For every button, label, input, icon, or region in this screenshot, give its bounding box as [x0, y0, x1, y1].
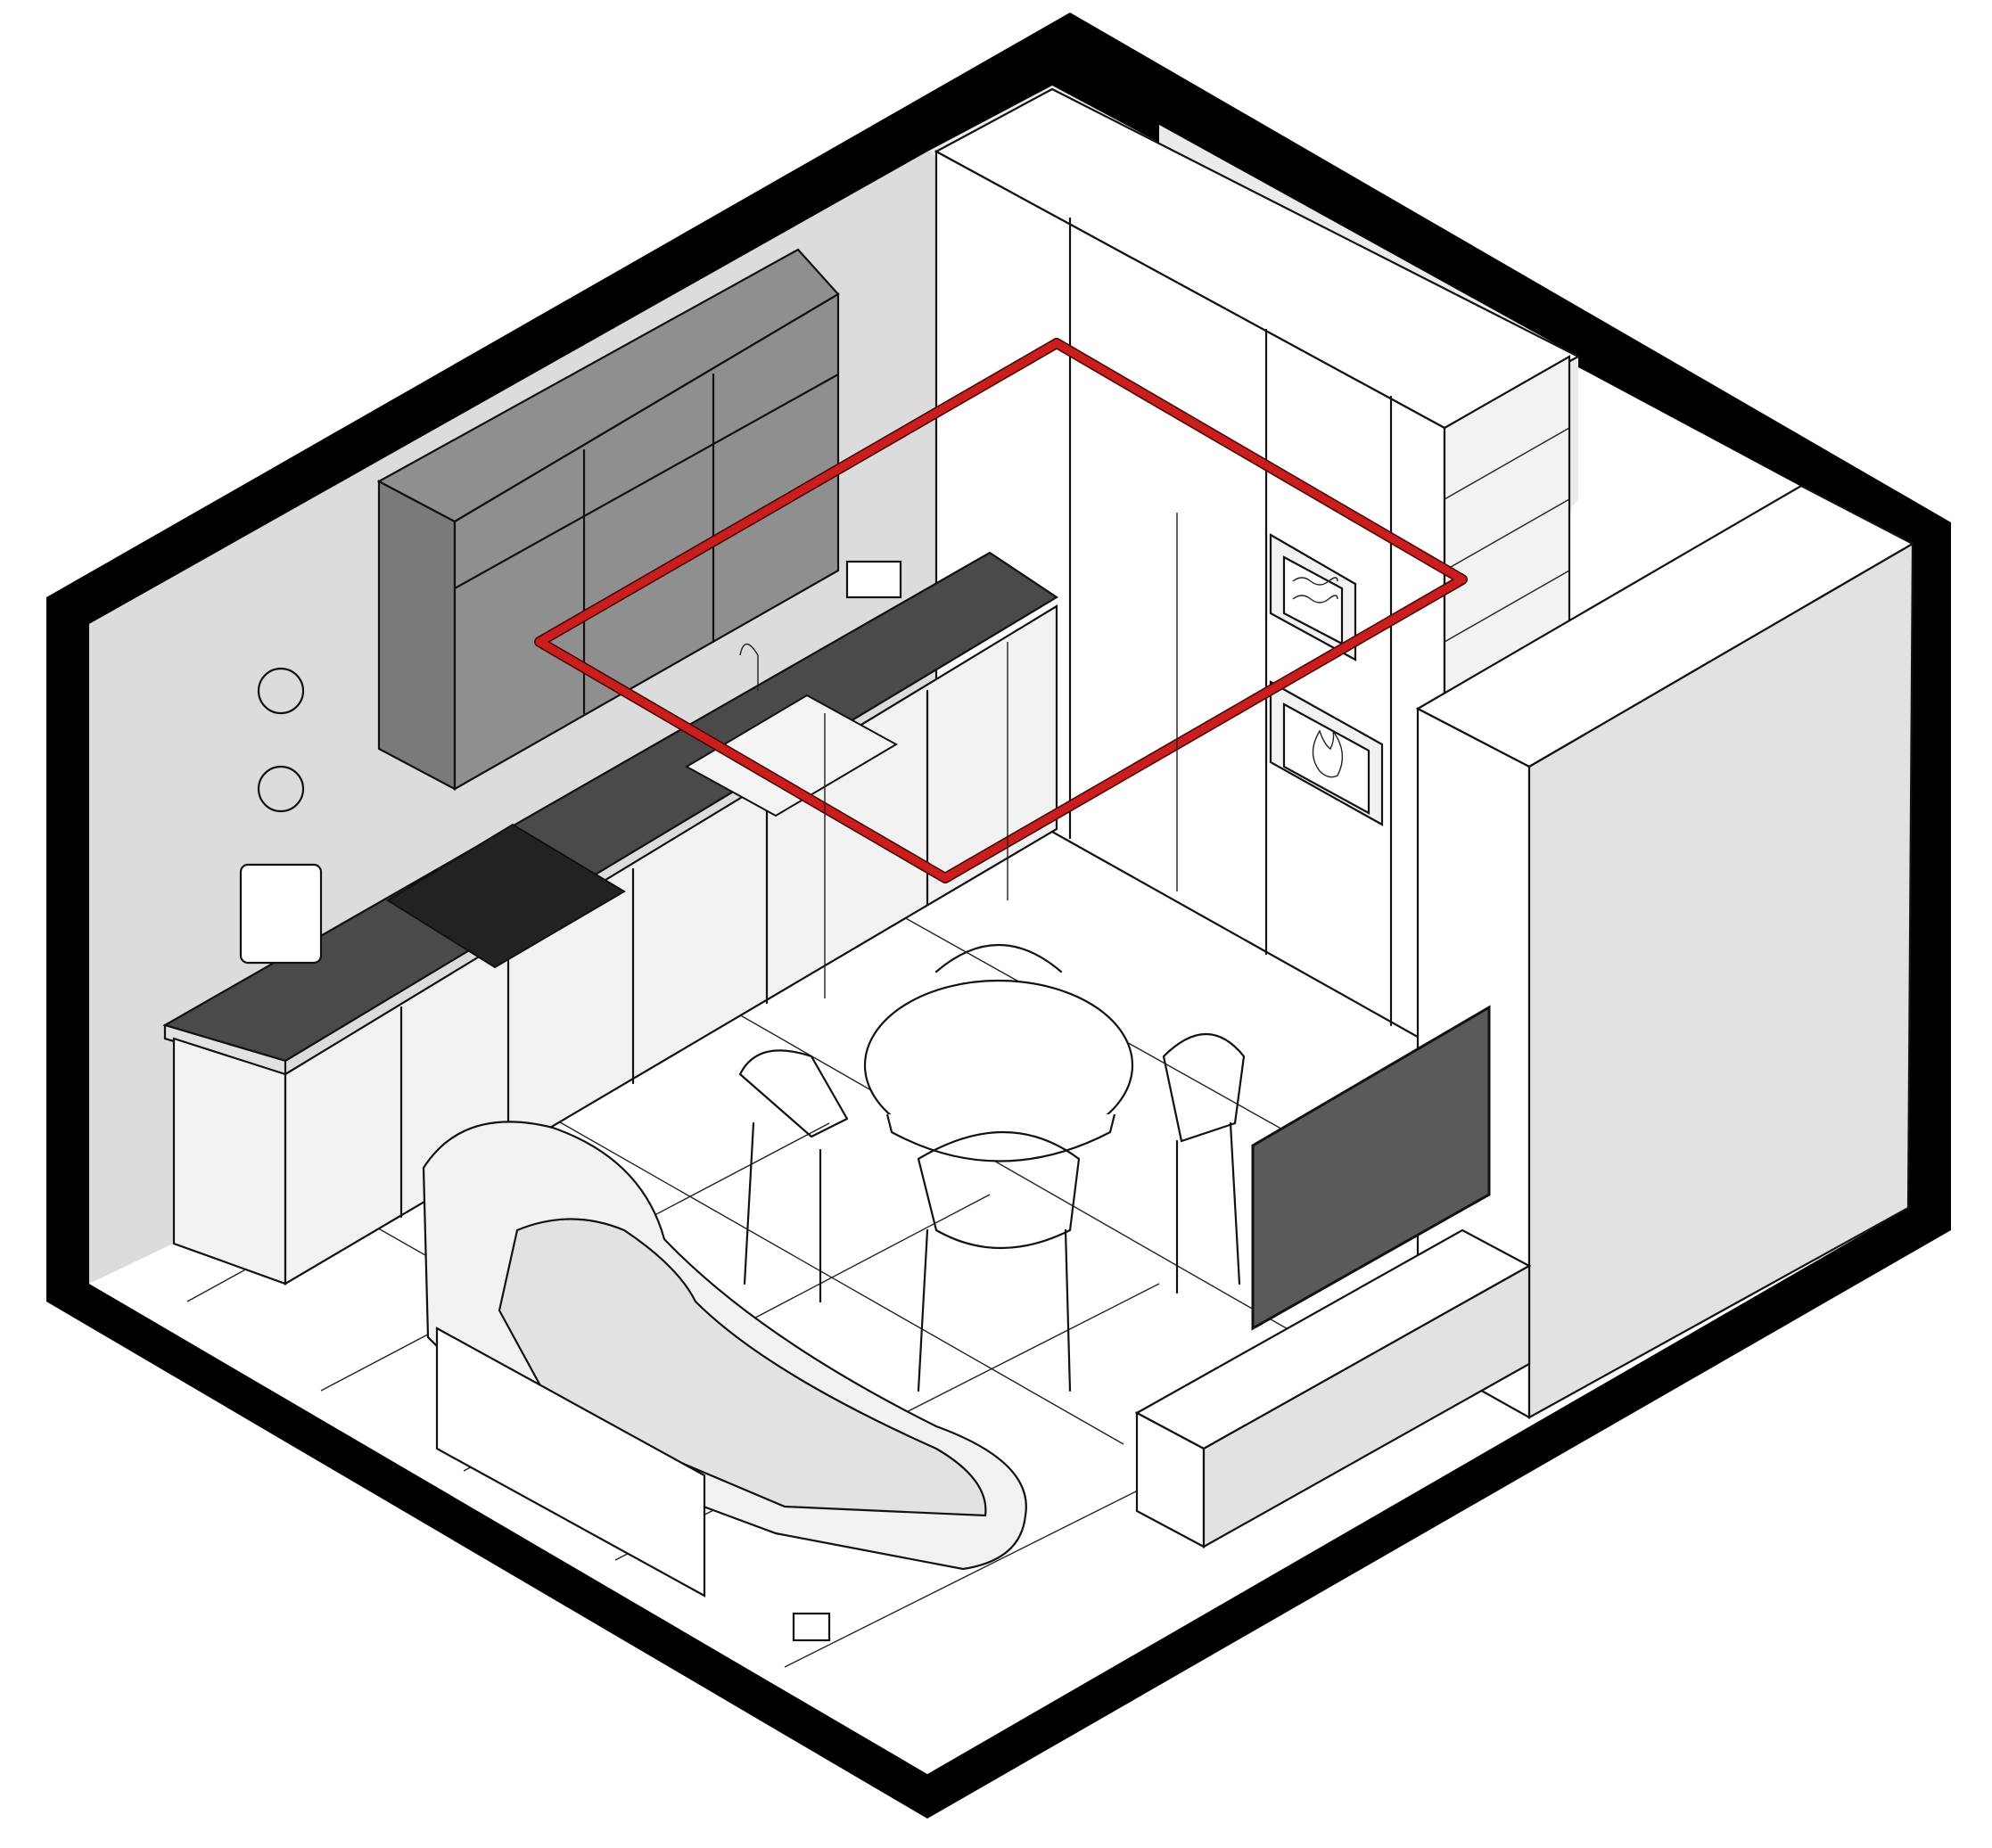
cooktop	[386, 823, 626, 969]
radiator	[435, 1326, 706, 1597]
microwave	[1269, 533, 1357, 661]
wall-round-light-2	[257, 765, 305, 813]
wave-icon	[1292, 577, 1338, 604]
base-cabinets	[172, 604, 1058, 1285]
chairs	[738, 943, 1246, 1392]
oven	[1269, 680, 1384, 826]
wall-round-light-1	[257, 667, 305, 715]
dining-table	[863, 979, 1134, 1162]
tv-screen	[1251, 1005, 1491, 1331]
right-partition-front	[1527, 542, 1914, 1419]
power-outlet-icon	[792, 1612, 831, 1642]
sink	[684, 643, 899, 817]
wall-box	[239, 863, 323, 965]
power-outlet-icon	[845, 560, 902, 599]
curved-sofa	[422, 1121, 1027, 1597]
upper-cabinets	[376, 248, 840, 791]
flame-icon	[1312, 729, 1344, 778]
tv-cabinet	[1134, 1228, 1532, 1548]
track-light-rail	[534, 338, 1468, 883]
